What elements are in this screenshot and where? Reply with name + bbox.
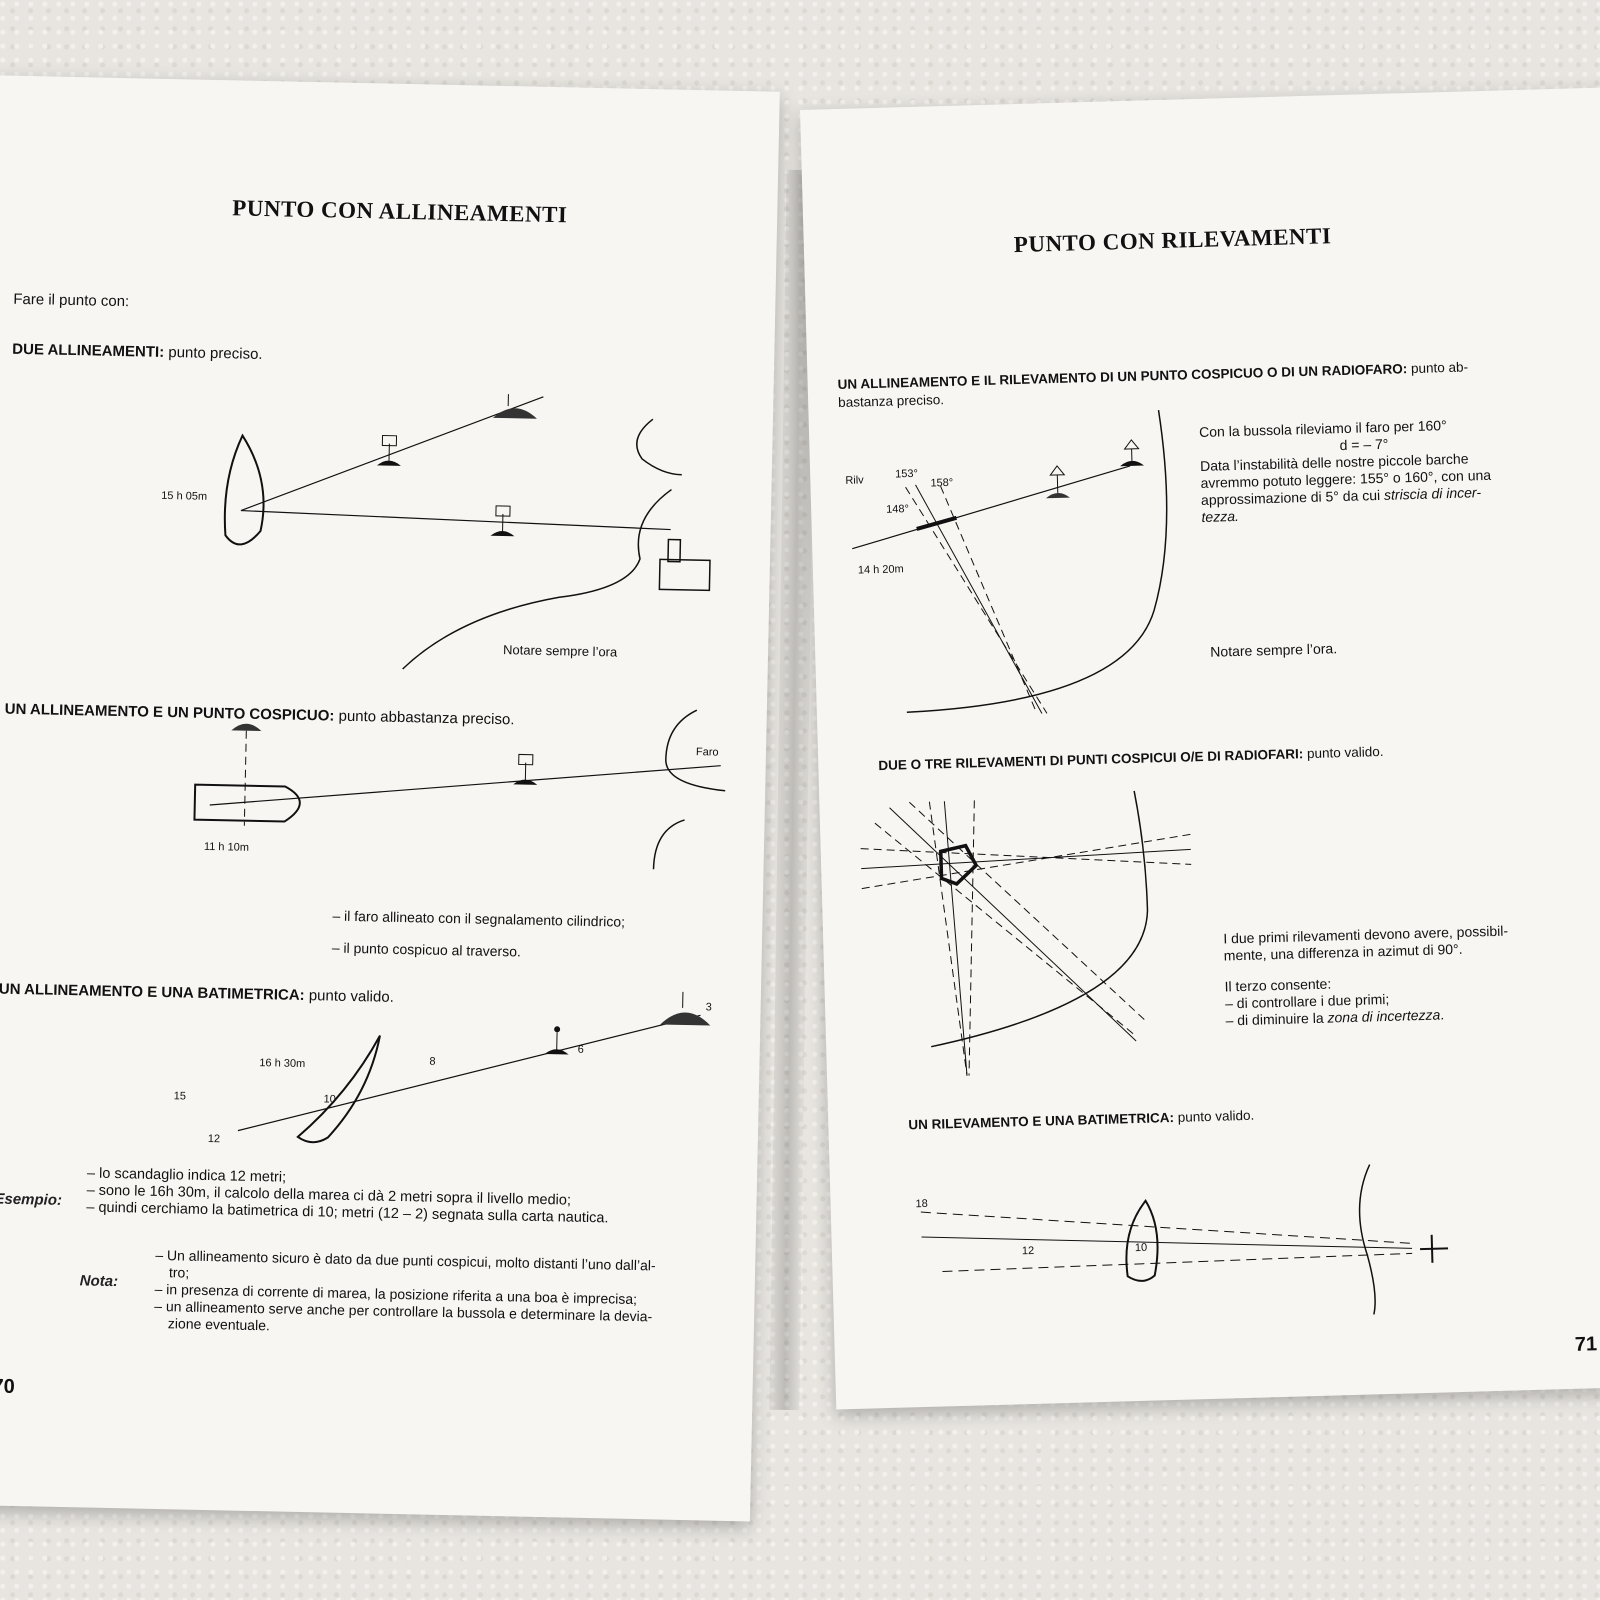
bearing-bathymetric-diagram: 18 12 10 bbox=[915, 1164, 1449, 1315]
depth-label: 8 bbox=[429, 1056, 435, 1068]
section-heading: UN RILEVAMENTO E UNA BATIMETRICA: punto … bbox=[908, 1107, 1255, 1133]
two-alignments-diagram: 15 h 05m Notare sempre l’ora bbox=[161, 394, 711, 670]
depth-label: 3 bbox=[706, 1001, 712, 1013]
angle-label: 153° bbox=[895, 468, 918, 481]
page-title: PUNTO CON RILEVAMENTI bbox=[1013, 223, 1332, 258]
note-label: Notare sempre l’ora. bbox=[1210, 640, 1338, 660]
section-heading: DUE ALLINEAMENTI: punto preciso. bbox=[12, 340, 263, 363]
nota-list: – Un allineamento sicuro è dato da due p… bbox=[154, 1247, 656, 1342]
alignment-bearing-diagram: Rilv 153° 158° 148° 14 h 20m bbox=[845, 409, 1168, 714]
note-label: Notare sempre l’ora bbox=[503, 642, 618, 659]
depth-label: 12 bbox=[208, 1133, 220, 1145]
depth-label: 12 bbox=[1022, 1245, 1035, 1257]
nota-label: Nota: bbox=[79, 1272, 119, 1291]
angle-label: 148° bbox=[886, 503, 909, 516]
angle-label: 158° bbox=[930, 477, 953, 490]
depth-label: 10 bbox=[323, 1093, 335, 1105]
bathymetric-diagram: 16 h 30m 15 12 10 8 6 3 bbox=[174, 991, 712, 1145]
depth-label: 10 bbox=[1135, 1242, 1148, 1254]
section-heading: DUE O TRE RILEVAMENTI DI PUNTI COSPICUI … bbox=[878, 743, 1384, 774]
time-label: 11 h 10m bbox=[204, 841, 249, 854]
rilv-label: Rilv bbox=[845, 474, 864, 487]
time-label: 15 h 05m bbox=[161, 490, 207, 503]
depth-label: 15 bbox=[174, 1090, 186, 1102]
right-page: PUNTO CON RILEVAMENTI UN ALLINEAMENTO E … bbox=[800, 87, 1600, 1410]
esempio-label: Esempio: bbox=[0, 1190, 63, 1209]
page-title: PUNTO CON ALLINEAMENTI bbox=[232, 195, 568, 228]
page-number: 71 bbox=[1574, 1333, 1598, 1356]
intro-text: Fare il punto con: bbox=[13, 290, 130, 311]
alignment-conspicuous-diagram: 11 h 10m Faro bbox=[193, 709, 726, 870]
bearings-description: I due primi rilevamenti devono avere, po… bbox=[1223, 923, 1510, 1030]
list-item: – il punto cospicuo al traverso. bbox=[331, 939, 522, 960]
page-number: 70 bbox=[0, 1375, 16, 1399]
list-item: – il faro allineato con il segnalamento … bbox=[332, 907, 626, 930]
bearing-description: Con la bussola rileviamo il faro per 160… bbox=[1199, 416, 1492, 526]
depth-label: 6 bbox=[578, 1044, 584, 1056]
esempio-list: – lo scandaglio indica 12 metri; – sono … bbox=[86, 1165, 609, 1227]
depth-label: 18 bbox=[915, 1198, 928, 1210]
left-page: PUNTO CON ALLINEAMENTI Fare il punto con… bbox=[0, 75, 780, 1522]
section-heading: UN ALLINEAMENTO E IL RILEVAMENTO DI UN P… bbox=[837, 359, 1469, 393]
multiple-bearings-diagram bbox=[860, 790, 1192, 1076]
time-label: 14 h 20m bbox=[858, 563, 904, 576]
faro-label: Faro bbox=[696, 746, 719, 758]
time-label: 16 h 30m bbox=[259, 1057, 305, 1070]
section-heading-continued: bastanza preciso. bbox=[837, 392, 945, 411]
